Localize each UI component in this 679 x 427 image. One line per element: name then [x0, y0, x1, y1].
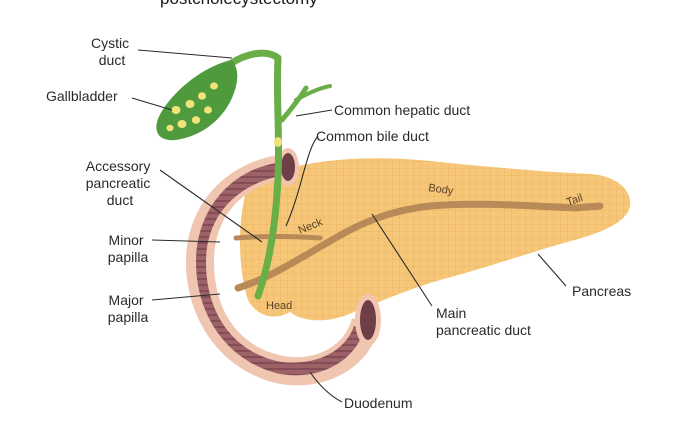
duodenum-outer-wall: [186, 155, 378, 386]
leader-cystic-duct: [137, 49, 233, 59]
gallstone: [198, 92, 206, 100]
duodenum-upper-lumen: [281, 153, 295, 181]
gallstone: [177, 120, 187, 128]
leader-main-pancreatic-duct: [371, 213, 433, 307]
label-main-pancreatic-duct: Main pancreatic duct: [436, 305, 531, 338]
label-major-papilla: Major papilla: [108, 292, 149, 325]
gallstone: [191, 116, 201, 124]
label-minor-papilla: Minor papilla: [108, 232, 149, 265]
hepatic-branch-right: [294, 84, 332, 102]
label-accessory-pancreatic-duct: Accessory pancreatic duct: [86, 158, 154, 208]
leader-duodenum: [309, 371, 343, 403]
label-common-bile-duct: Common bile duct: [316, 128, 429, 144]
label-common-hepatic-duct: Common hepatic duct: [334, 102, 470, 118]
label-duodenum: Duodenum: [344, 395, 413, 411]
accessory-pancreatic-duct-shape: [233, 234, 323, 241]
duodenum: [186, 148, 381, 386]
leader-lines: [131, 49, 567, 403]
pancreas-texture: [240, 158, 631, 321]
label-pancreas: Pancreas: [572, 283, 631, 299]
leader-gallbladder: [131, 97, 173, 111]
leader-minor-papilla: [151, 239, 221, 243]
label-cystic-duct: Cystic duct: [91, 35, 133, 68]
leader-accessory-pancreatic-duct: [159, 169, 263, 243]
gallstone: [166, 124, 174, 132]
leader-pancreas: [537, 253, 567, 287]
gallstone: [171, 106, 181, 114]
pancreas: [240, 158, 631, 321]
duodenum-lower-lumen: [360, 300, 376, 340]
leader-common-bile-duct: [285, 135, 319, 227]
region-label-tail: Tail: [565, 192, 585, 209]
gallstone: [204, 106, 212, 114]
duodenum-folds: [196, 163, 364, 376]
common-bile-duct-shape: [254, 54, 283, 300]
biliary-tree: [226, 49, 332, 300]
region-label-head: Head: [266, 300, 292, 312]
region-label-body: Body: [428, 182, 455, 197]
main-pancreatic-duct-shape: [234, 200, 604, 292]
gallbladder-shape: [156, 60, 238, 141]
leader-major-papilla: [151, 293, 221, 301]
hepatic-branch-left: [279, 85, 309, 123]
label-gallbladder: Gallbladder: [46, 88, 118, 104]
gallbladder: [156, 60, 238, 141]
gallstone: [185, 100, 195, 108]
title-fragment: postcholecystectomy: [160, 0, 318, 8]
cystic-duct-shape: [226, 49, 282, 68]
leader-common-hepatic-duct: [295, 109, 333, 117]
duct-stone: [274, 137, 282, 147]
gallstone: [210, 82, 218, 90]
